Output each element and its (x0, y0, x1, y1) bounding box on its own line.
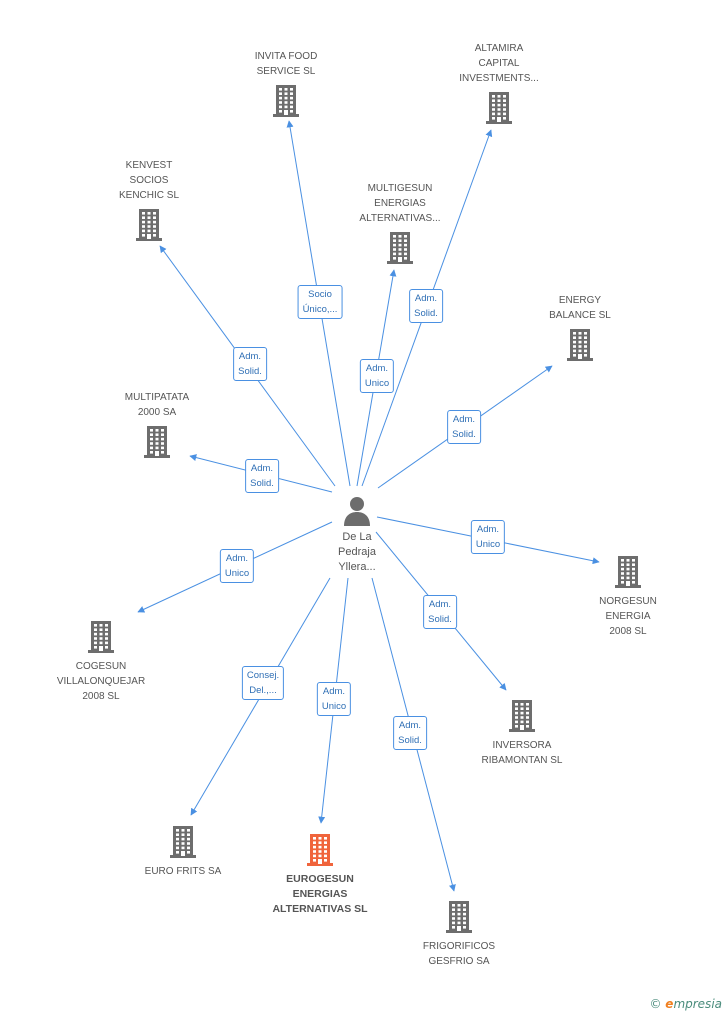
company-name[interactable]: ENERGY BALANCE SL (549, 295, 611, 321)
company-name[interactable]: EUROGESUN ENERGIAS ALTERNATIVAS SL (272, 873, 368, 915)
building-icon (144, 426, 170, 458)
company-name[interactable]: COGESUN VILLALONQUEJAR 2008 SL (56, 661, 146, 702)
company-name[interactable]: MULTIGESUN ENERGIAS ALTERNATIVAS... (359, 183, 441, 224)
copyright-symbol: © (649, 997, 662, 1011)
building-icon (136, 209, 162, 241)
edge-label-cogesun[interactable]: Adm. Unico (219, 549, 255, 583)
edge-label-norgesun[interactable]: Adm. Unico (470, 520, 506, 554)
company-name[interactable]: INVITA FOOD SERVICE SL (254, 51, 318, 77)
edge-label-altamira[interactable]: Adm. Solid. (409, 289, 443, 323)
edge-label-inversora[interactable]: Adm. Solid. (423, 595, 457, 629)
person-name[interactable]: De La Pedraja Yllera... (338, 531, 376, 573)
company-name[interactable]: MULTIPATATA 2000 SA (124, 392, 190, 418)
person-icon[interactable] (340, 494, 374, 528)
building-icon (387, 232, 413, 264)
building-icon (446, 901, 472, 933)
edge-label-invita[interactable]: Socio Único,... (297, 285, 343, 319)
edge-label-energy[interactable]: Adm. Solid. (447, 410, 481, 444)
brand-logo-text: mpresia (673, 997, 722, 1011)
edge-label-kenvest[interactable]: Adm. Solid. (233, 347, 267, 381)
building-icon (273, 85, 299, 117)
company-name[interactable]: INVERSORA RIBAMONTAN SL (481, 740, 563, 766)
edge-label-frigorificos[interactable]: Adm. Solid. (393, 716, 427, 750)
company-name[interactable]: KENVEST SOCIOS KENCHIC SL (118, 160, 179, 201)
building-icon (615, 556, 641, 588)
company-name[interactable]: NORGESUN ENERGIA 2008 SL (599, 596, 657, 637)
company-name[interactable]: ALTAMIRA CAPITAL INVESTMENTS... (459, 43, 539, 84)
edge-label-eurogesun[interactable]: Adm. Unico (316, 682, 352, 716)
company-name[interactable]: EURO FRITS SA (144, 866, 222, 877)
building-icon (88, 621, 114, 653)
edge-label-eurofrits[interactable]: Consej. Del.,... (241, 666, 285, 700)
building-icon (307, 834, 333, 866)
building-icon (170, 826, 196, 858)
company-name[interactable]: FRIGORIFICOS GESFRIO SA (422, 941, 496, 967)
edge-label-multipatata[interactable]: Adm. Solid. (245, 459, 279, 493)
building-icon (509, 700, 535, 732)
brand-logo-e: e (665, 997, 674, 1011)
building-icon (486, 92, 512, 124)
footer-brand: © empresia (649, 997, 722, 1011)
edge-label-multigesun[interactable]: Adm. Unico (359, 359, 395, 393)
building-icon (567, 329, 593, 361)
